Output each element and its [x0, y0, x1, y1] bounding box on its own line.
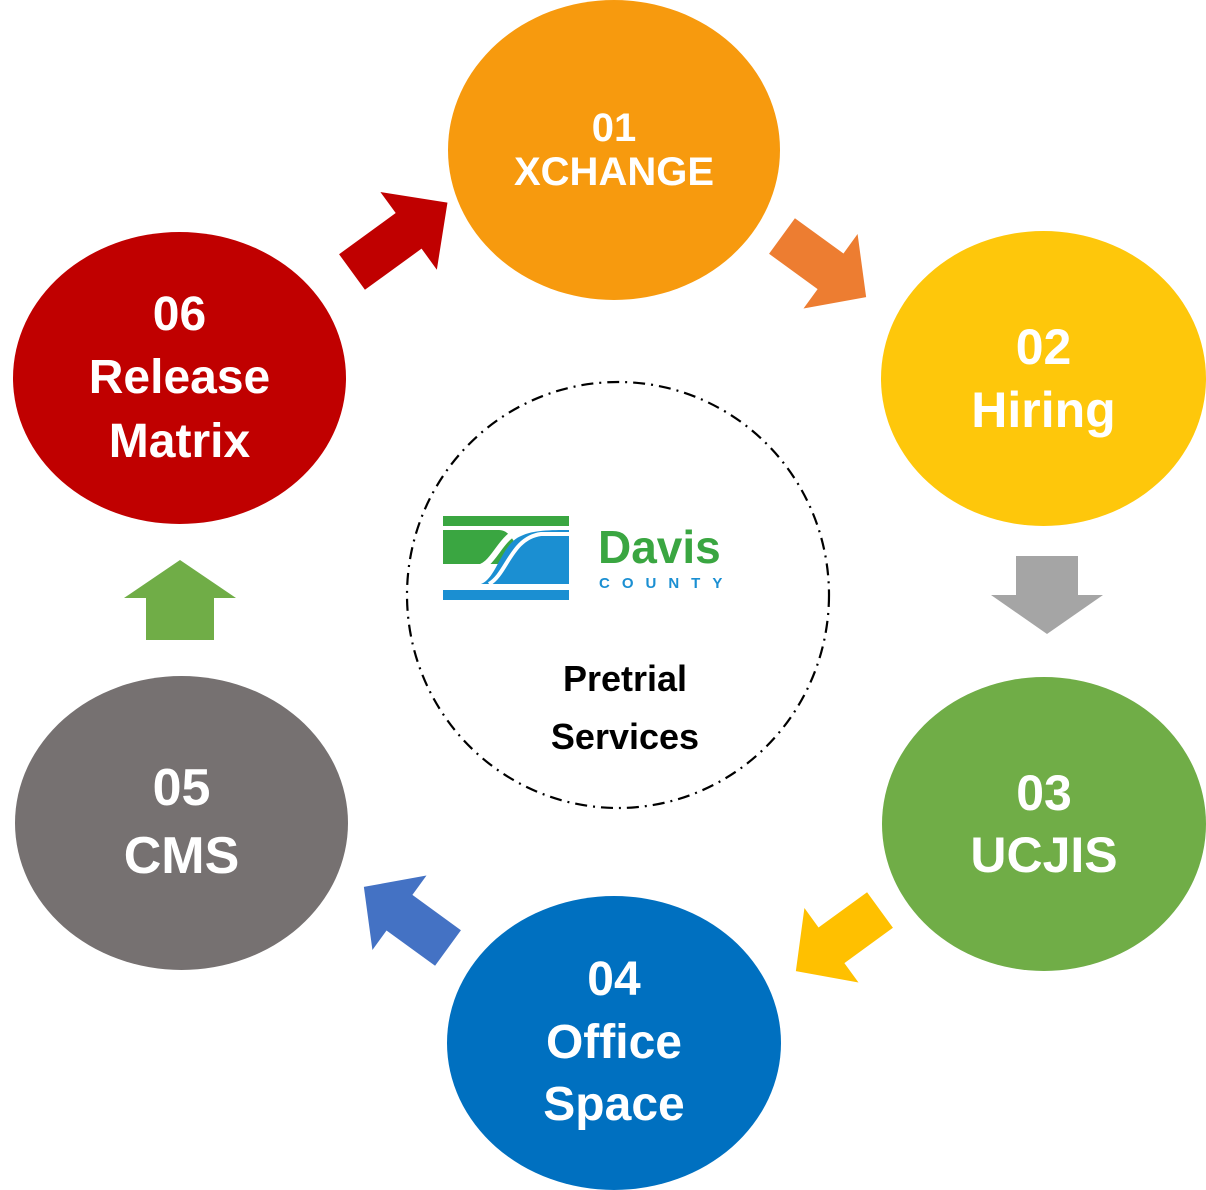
node-05-cms: 05 CMS [15, 676, 348, 970]
center-title: Pretrial Services [505, 650, 745, 765]
node-number: 05 [152, 759, 211, 818]
node-label: Release Matrix [89, 346, 270, 473]
node-label: XCHANGE [514, 150, 714, 194]
davis-county-logo [441, 512, 571, 604]
logo-wordmark-county: COUNTY [599, 575, 735, 592]
center-title-line-2: Services [550, 715, 700, 757]
arrow-down-icon [991, 556, 1103, 634]
node-label: Hiring [971, 379, 1115, 442]
arrow-right-down-icon [769, 218, 867, 309]
node-label-line: Space [543, 1078, 685, 1132]
node-number: 02 [1015, 319, 1072, 375]
logo-wordmark-davis: Davis [598, 521, 721, 573]
node-03-ucjis: 03 UCJIS [882, 677, 1206, 971]
arrow-up-icon [124, 560, 236, 640]
node-01-xchange: 01 XCHANGE [448, 0, 780, 300]
node-label-line: UCJIS [970, 827, 1118, 883]
node-label-line: Release [88, 351, 271, 405]
arrow-left-up-icon [363, 875, 461, 966]
node-number: 06 [152, 287, 207, 341]
node-label: UCJIS [970, 824, 1117, 887]
node-number: 01 [591, 106, 637, 150]
node-label-line: Matrix [108, 414, 251, 468]
arrow-right-up-icon [339, 192, 448, 290]
node-label: Office Space [543, 1012, 684, 1137]
node-number: 03 [1016, 764, 1072, 821]
node-04-office-space: 04 Office Space [447, 896, 781, 1190]
node-number: 04 [587, 953, 641, 1007]
node-label-line: Office [545, 1015, 682, 1069]
node-label: CMS [124, 823, 240, 891]
node-label-line: CMS [123, 827, 240, 885]
node-02-hiring: 02 Hiring [881, 231, 1206, 526]
center-dashed-ring [405, 380, 831, 810]
arrow-left-down-icon [795, 892, 893, 983]
node-label-line: XCHANGE [513, 150, 715, 194]
center-title-line-1: Pretrial [562, 658, 688, 699]
node-label-line: Hiring [971, 381, 1116, 438]
node-06-release-matrix: 06 Release Matrix [13, 232, 346, 524]
